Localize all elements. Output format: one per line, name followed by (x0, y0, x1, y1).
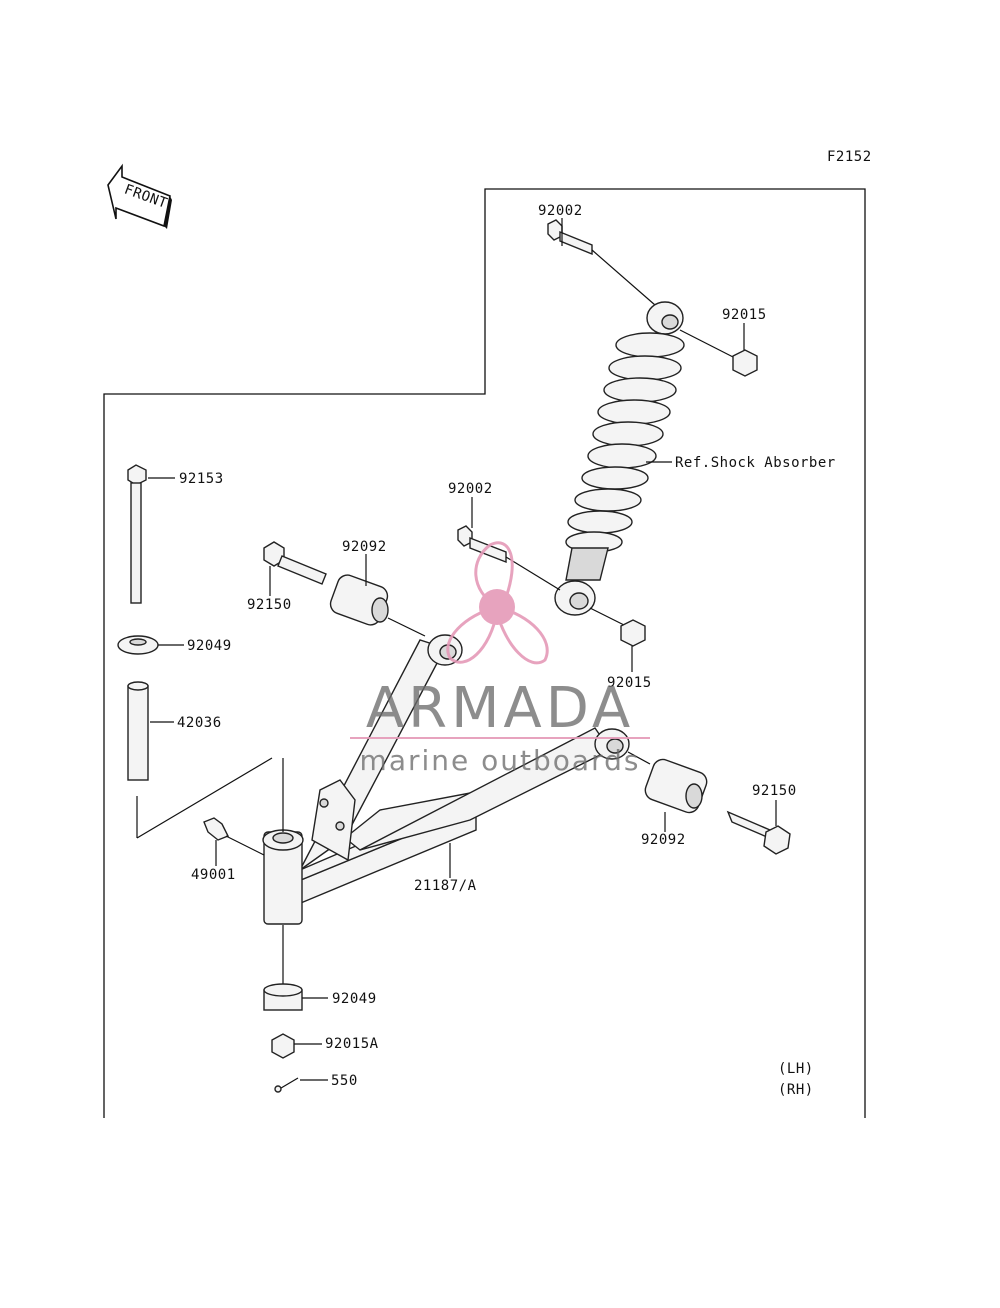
collar (127, 681, 149, 781)
callout-92049-top: 92049 (187, 638, 232, 654)
callout-21187a: 21187/A (414, 878, 477, 894)
callout-92015a: 92015A (325, 1036, 379, 1052)
upper-bolt (547, 219, 656, 306)
bushing-right (627, 751, 708, 814)
watermark: ARMADA marine outboards (350, 541, 650, 777)
upper-nut (732, 349, 758, 377)
propeller-logo-icon (446, 541, 549, 665)
watermark-tagline: marine outboards (360, 744, 641, 777)
bushing-left (329, 574, 426, 637)
callout-92092-left: 92092 (342, 539, 387, 555)
callout-92092-right: 92092 (641, 832, 686, 848)
seal-bottom (263, 983, 303, 1011)
front-arrow-icon: FRONT (107, 163, 172, 229)
lower-bolt (457, 525, 561, 591)
callout-92150-left: 92150 (247, 597, 292, 613)
grease-fitting (203, 817, 265, 856)
variant-lh: (LH) (778, 1061, 814, 1077)
bolt-right (726, 810, 791, 855)
diagram-frame (103, 188, 866, 1118)
callout-92150-right: 92150 (752, 783, 797, 799)
assembly-lines (136, 757, 284, 984)
callout-92002-lower: 92002 (448, 481, 493, 497)
callout-49001: 49001 (191, 867, 236, 883)
castle-nut (271, 1033, 295, 1059)
figure-id: F2152 (827, 149, 872, 165)
washer-top (117, 635, 159, 655)
callout-550: 550 (331, 1073, 358, 1089)
king-bolt (127, 464, 147, 604)
lower-nut (620, 619, 646, 647)
callout-92002-upper: 92002 (538, 203, 583, 219)
bolt-left (263, 541, 327, 585)
callout-92153: 92153 (179, 471, 224, 487)
callout-92015-lower: 92015 (607, 675, 652, 691)
callout-92049-bottom: 92049 (332, 991, 377, 1007)
shock-absorber (457, 219, 758, 647)
ref-shock-absorber-label: Ref.Shock Absorber (675, 455, 836, 471)
callout-42036: 42036 (177, 715, 222, 731)
watermark-brand: ARMADA (366, 676, 634, 741)
cotter-pin (274, 1077, 299, 1093)
variant-rh: (RH) (778, 1082, 814, 1098)
shock-spring (565, 332, 685, 581)
a-arm (262, 634, 630, 925)
leader-lines (148, 218, 777, 1081)
callout-92015-upper: 92015 (722, 307, 767, 323)
